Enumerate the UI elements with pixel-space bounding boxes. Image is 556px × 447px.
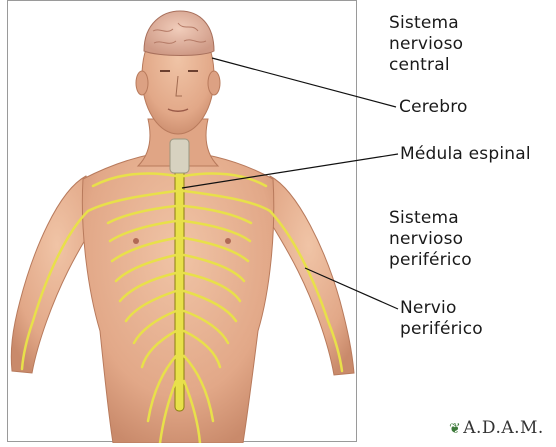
logo-text: A.D.A.M. (463, 418, 544, 438)
label-line: Sistema (389, 208, 472, 229)
leader-line-nervio (305, 268, 398, 309)
label-line: nervioso (389, 229, 472, 250)
leader-line-cerebro (212, 58, 396, 107)
label-line: Médula espinal (400, 144, 531, 165)
label-line: Cerebro (399, 97, 468, 118)
leader-line-medula (182, 154, 398, 188)
label-nervio-periferico: Nervio periférico (400, 298, 483, 340)
label-line: Nervio (400, 298, 483, 319)
label-line: periférico (389, 250, 472, 271)
adam-logo: ❦A.D.A.M. (449, 418, 544, 440)
leaf-icon: ❦ (449, 421, 461, 437)
label-sistema-nervioso-central: Sistema nervioso central (389, 13, 463, 76)
label-medula-espinal: Médula espinal (400, 144, 531, 165)
label-line: periférico (400, 319, 483, 340)
label-line: central (389, 55, 463, 76)
label-line: Sistema (389, 13, 463, 34)
label-line: nervioso (389, 34, 463, 55)
label-cerebro: Cerebro (399, 97, 468, 118)
label-sistema-nervioso-periferico: Sistema nervioso periférico (389, 208, 472, 271)
